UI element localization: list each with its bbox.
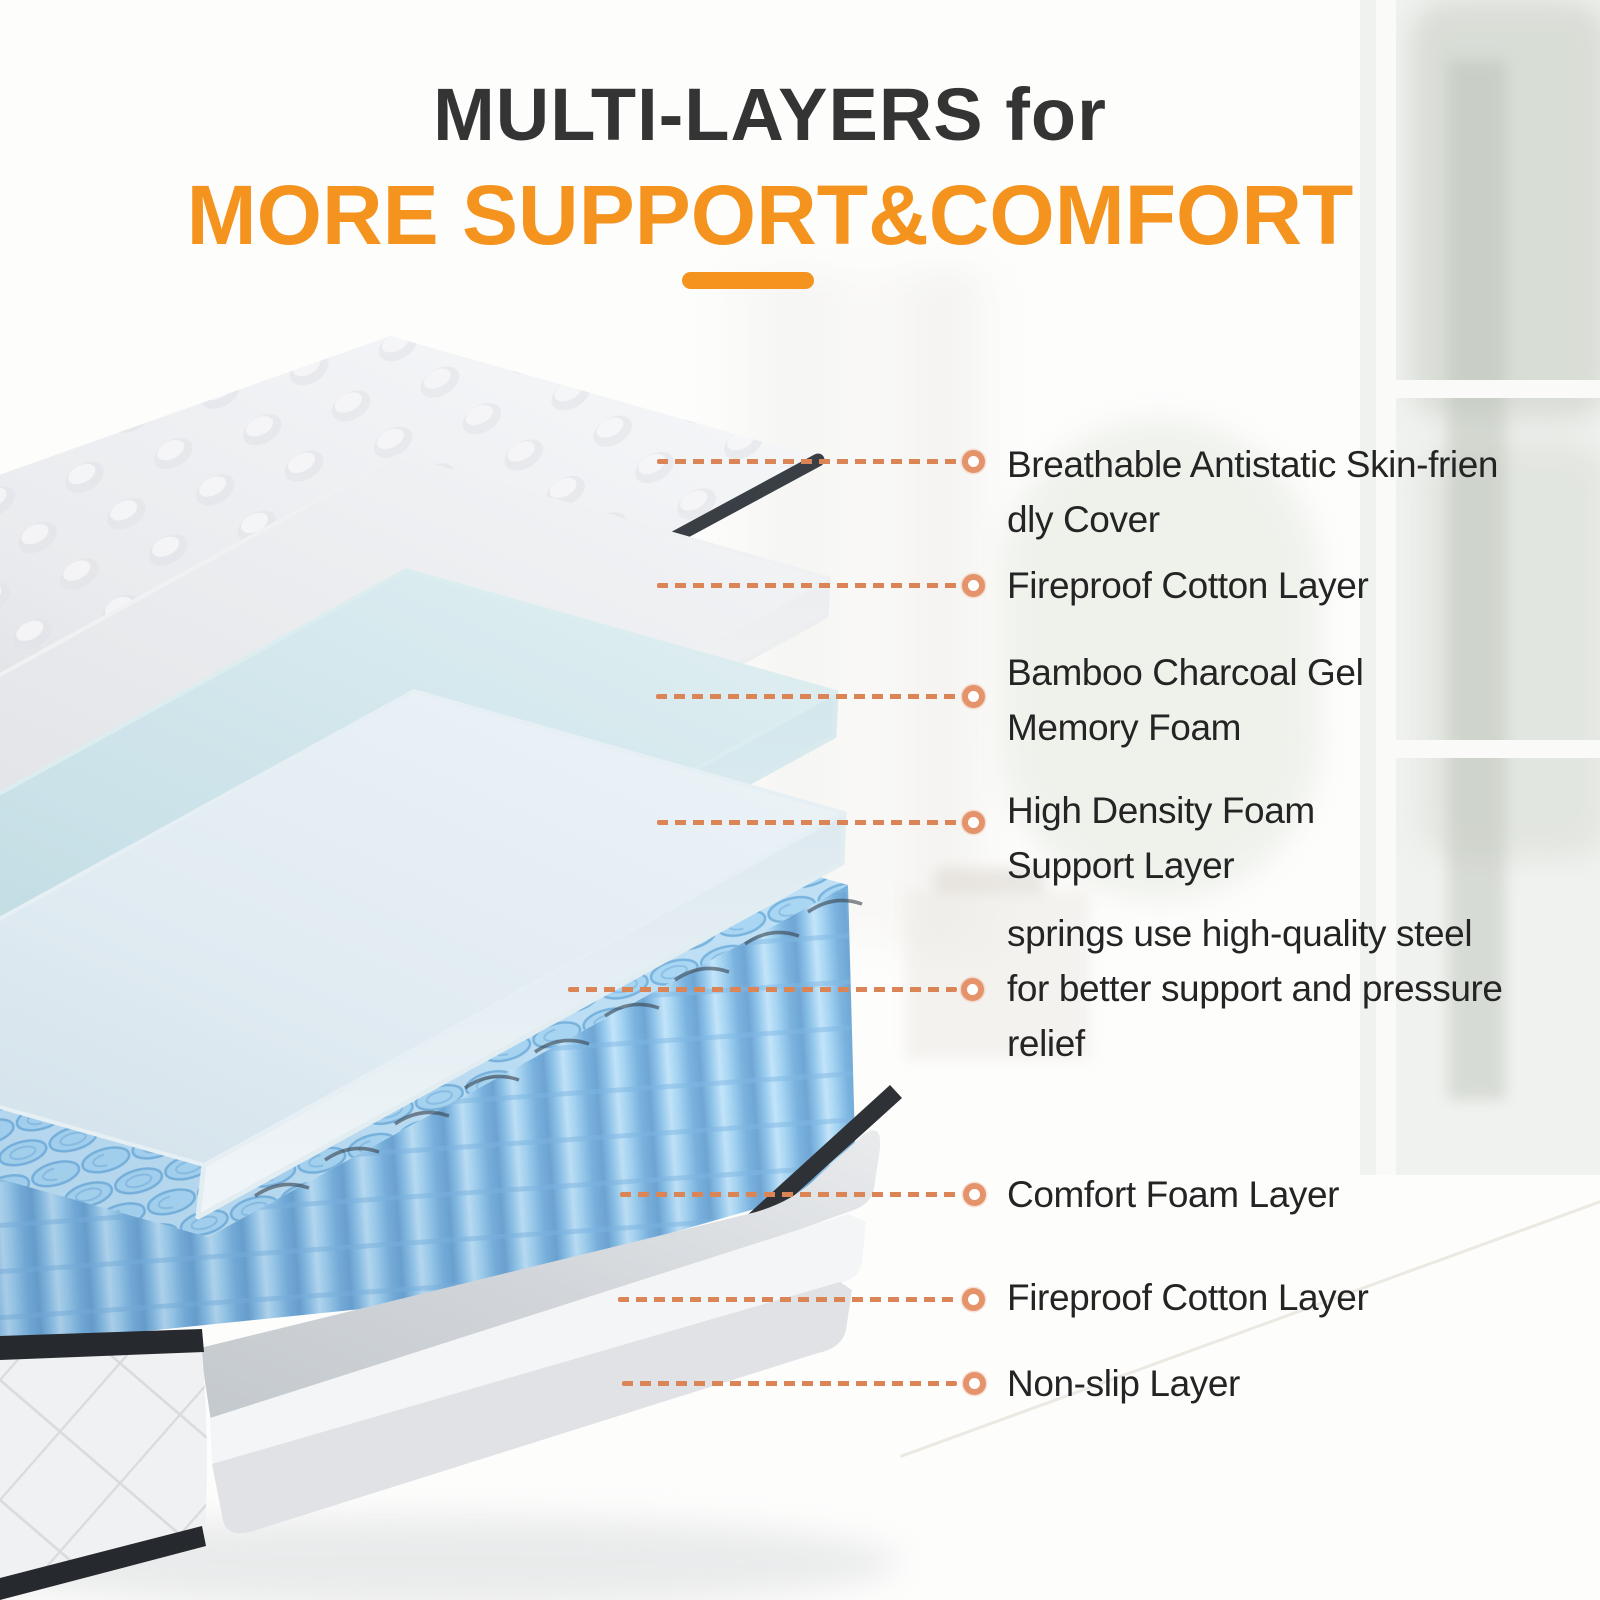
nightstand [905, 890, 1090, 1060]
layer-label: Breathable Antistatic Skin-frien dly Cov… [1007, 437, 1498, 547]
layer-label: Bamboo Charcoal Gel Memory Foam [1007, 645, 1364, 755]
base-top-tape [0, 1329, 204, 1360]
leader-dash-line [657, 820, 957, 825]
leader-dash-line [657, 459, 957, 464]
base-fireproof-band [210, 1214, 866, 1480]
layer-marker-icon [963, 1372, 986, 1395]
layer-label-line: relief [1007, 1023, 1085, 1064]
layer-label-line: Support Layer [1007, 845, 1235, 886]
spring-wires [254, 898, 863, 1198]
layer-label: springs use high-quality steel for bette… [1007, 906, 1503, 1071]
layer-label: High Density Foam Support Layer [1007, 783, 1315, 893]
window-mullion-1 [1376, 380, 1600, 398]
layer-label: Non-slip Layer [1007, 1356, 1240, 1411]
layer-label-line: Bamboo Charcoal Gel [1007, 652, 1364, 693]
layer-label-line: Fireproof Cotton Layer [1007, 1277, 1369, 1318]
layer-marker-icon [962, 811, 985, 834]
window-foliage [1410, 0, 1600, 420]
base-nonslip-band [212, 1282, 852, 1534]
layer-marker-icon [962, 574, 985, 597]
base-comfort-foam-top [200, 1130, 881, 1434]
page-subtitle: MORE SUPPORT&COMFORT [186, 168, 1354, 263]
title-underline [682, 272, 814, 289]
page-title: MULTI-LAYERS for [433, 73, 1107, 156]
tree-trunk [1448, 60, 1506, 1100]
layer-label-line: springs use high-quality steel [1007, 913, 1473, 954]
leader-dash-line [618, 1297, 957, 1302]
books-on-nightstand [935, 868, 1045, 894]
leader-dash-line [620, 1192, 957, 1197]
layer-marker-icon [962, 685, 985, 708]
layer-label-line: Memory Foam [1007, 707, 1242, 748]
layer-label: Fireproof Cotton Layer [1007, 1270, 1369, 1325]
layer-marker-icon [962, 1288, 985, 1311]
leader-dash-line [656, 694, 957, 699]
high-density-foam-layer [0, 689, 847, 1220]
base-shadow [0, 1516, 900, 1600]
base-quilted-side [0, 1350, 207, 1584]
leader-dash-line [568, 987, 957, 992]
header: MULTI-LAYERS for MORE SUPPORT&COMFORT [0, 0, 1540, 263]
layer-label: Comfort Foam Layer [1007, 1167, 1339, 1222]
window-foliage-lower [1420, 440, 1600, 860]
leader-dash-line [622, 1381, 957, 1386]
layer-label-line: High Density Foam [1007, 790, 1315, 831]
base-bottom-tape [0, 1526, 206, 1600]
layer-marker-icon [962, 450, 985, 473]
plant [1000, 420, 1320, 900]
window-frame-bar-left [1376, 0, 1396, 1175]
layer-label-line: Breathable Antistatic Skin-frien [1007, 444, 1499, 485]
layer-label-line: dly Cover [1007, 499, 1160, 540]
layer-marker-icon [961, 978, 984, 1001]
layer-marker-icon [963, 1183, 986, 1206]
window-mullion-2 [1376, 740, 1600, 758]
layer-label-line: Non-slip Layer [1007, 1363, 1240, 1404]
leader-dash-line [657, 583, 957, 588]
layer-label: Fireproof Cotton Layer [1007, 558, 1369, 613]
layer-label-line: Fireproof Cotton Layer [1007, 565, 1369, 606]
layer-label-line: for better support and pressure [1007, 968, 1503, 1009]
layer-label-line: Comfort Foam Layer [1007, 1174, 1340, 1215]
